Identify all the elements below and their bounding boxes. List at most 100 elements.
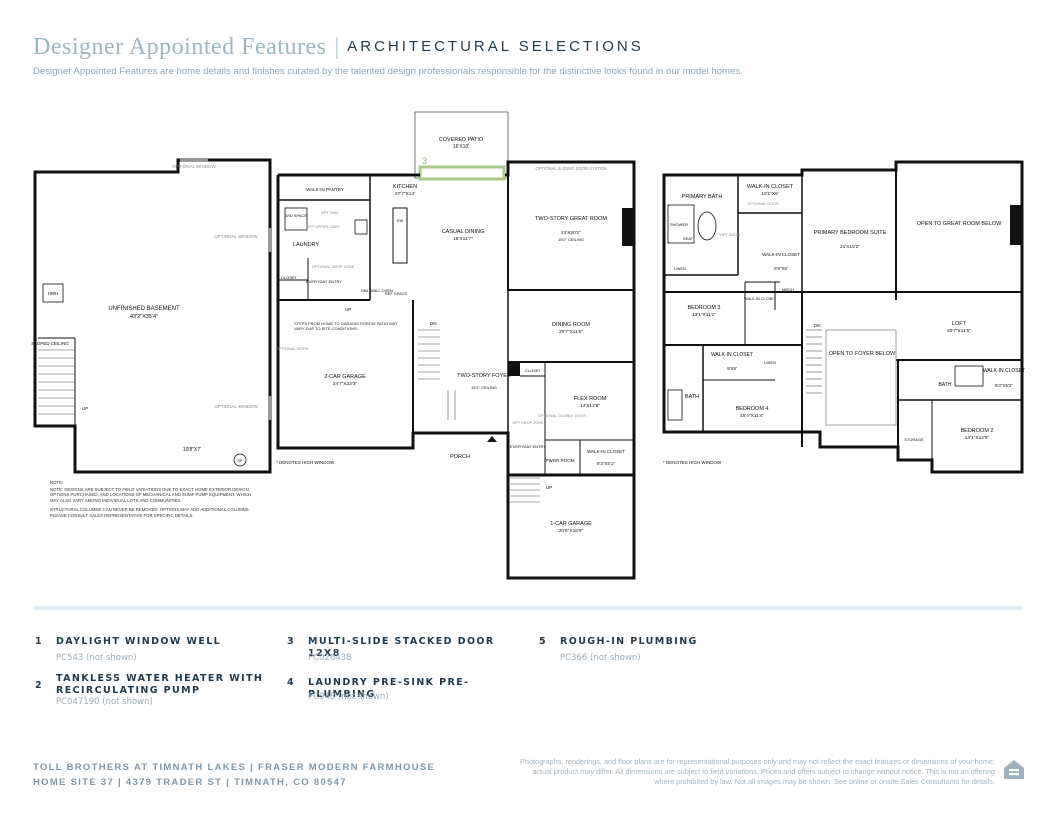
garage-up-label: UP bbox=[345, 307, 351, 312]
stair-dn-label: DN bbox=[430, 321, 437, 326]
foyer-closet-label: CLOSET bbox=[525, 368, 542, 373]
opt-sink-label: OPT SINK bbox=[321, 211, 339, 215]
opt-drop-zone: OPT DROP ZONE bbox=[512, 421, 544, 425]
walk-in-closet-small-label: WALK-IN CLOSET bbox=[762, 252, 800, 257]
bath-label: BATH bbox=[685, 394, 699, 400]
optional-double-door: OPTIONAL DOUBLE DOOR bbox=[538, 414, 586, 418]
footer-disclaimer: Photographs, renderings, and floor plans… bbox=[520, 757, 995, 786]
basement-plan: OPTIONAL WINDOW OPTIONAL WINDOW OPTIONAL… bbox=[31, 158, 272, 474]
walk-in-closet-main-dim: 8'3"X5'1" bbox=[597, 461, 615, 466]
garage1-label: 1-CAR GARAGE bbox=[550, 521, 592, 527]
upper-floor-plan: PRIMARY BATH SHOWER SEAT LINEN WALK-IN C… bbox=[662, 160, 1025, 474]
note-1-line: NOTE: bbox=[50, 480, 63, 485]
steps-note: STEPS FROM HOME TO GARAGE/ PORCH/ PATIO … bbox=[294, 321, 398, 331]
garage2-dim: 24'7"X22'3" bbox=[333, 381, 358, 387]
walk-in-closet-b2-dim: 5'3"X5'2" bbox=[995, 383, 1013, 388]
page-subtitle: ARCHITECTURAL SELECTIONS bbox=[347, 38, 644, 55]
sump-pump-label: SP bbox=[237, 458, 243, 463]
primary-suite-label: PRIMARY BEDROOM SUITE bbox=[814, 230, 887, 236]
flex-room-label: FLEX ROOM bbox=[574, 396, 607, 402]
optional-sliding-door: OPTIONAL SLIDING DOOR SYSTEM bbox=[535, 166, 607, 171]
upper-optional-door: OPTIONAL DOOR bbox=[747, 202, 779, 206]
bath2-label: BATH bbox=[939, 382, 952, 388]
page-header: Designer Appointed Features | ARCHITECTURA… bbox=[33, 34, 644, 61]
basement-optional-window-top: OPTIONAL WINDOW bbox=[172, 164, 216, 169]
page-description: Designer Appointed Features are home det… bbox=[33, 66, 743, 77]
feature-code: PC048 (not shown) bbox=[308, 692, 389, 702]
dining-room-label: DINING ROOM bbox=[552, 322, 590, 328]
upper-high-window-note: * DENOTES HIGH WINDOW bbox=[663, 460, 722, 465]
linen-label: LINEN bbox=[674, 266, 686, 271]
plan-notes: NOTE: NOTE: DESIGNS ARE SUBJECT TO FIELD… bbox=[50, 480, 252, 518]
basement-room-dim: 43'2"X35'4" bbox=[130, 314, 158, 320]
footer-community: TOLL BROTHERS AT TIMNATH LAKES | FRASER … bbox=[33, 760, 435, 790]
linen2-label: LINEN bbox=[764, 360, 776, 365]
title-separator: | bbox=[334, 34, 340, 60]
main-high-window-note: * DENOTES HIGH WINDOW bbox=[276, 460, 335, 465]
seat-label: SEAT bbox=[683, 236, 694, 241]
closet-label: CLOSET bbox=[281, 275, 298, 280]
feature-number: 1 bbox=[35, 636, 42, 647]
walk-in-closet-main-label: WALK-IN CLOSET bbox=[587, 449, 625, 454]
feature-code: PC047190 (not shown) bbox=[56, 697, 153, 707]
basement-room-label: UNFINISHED BASEMENT bbox=[108, 306, 180, 312]
hwh-label: HWH bbox=[48, 291, 59, 296]
note-1: NOTE: DESIGNS ARE SUBJECT TO FIELD VARIA… bbox=[50, 487, 252, 503]
walk-in-closet-b4-label: WALK-IN CLOSET bbox=[711, 352, 753, 358]
bedroom3-dim: 13'1"X11'1" bbox=[692, 312, 716, 318]
feature-title: TANKLESS WATER HEATER WITH RECIRCULATING… bbox=[56, 673, 264, 696]
flex-room-dim: 14'X12'8" bbox=[580, 403, 600, 409]
covered-patio-label: COVERED PATIO bbox=[439, 137, 484, 143]
walk-in-closet-b3-label: WALK-IN CLOSET bbox=[744, 297, 777, 301]
great-room-dim: 21'X20'1" bbox=[561, 230, 581, 236]
foyer-label: TWO-STORY FOYER bbox=[457, 373, 511, 379]
primary-suite-dim: 21'X15'2" bbox=[840, 244, 860, 250]
bedroom2-label: BEDROOM 2 bbox=[960, 428, 993, 434]
open-foyer-label: OPEN TO FOYER BELOW bbox=[829, 351, 896, 357]
page-title: Designer Appointed Features bbox=[33, 34, 327, 60]
opt-door-label: OPT DOOR bbox=[720, 233, 740, 237]
section-divider bbox=[33, 606, 1023, 610]
walk-in-closet-top-dim: 10'1"X6' bbox=[761, 191, 778, 197]
loft-dim: 20'7"X11'5" bbox=[947, 328, 971, 334]
feature-number: 3 bbox=[287, 636, 294, 647]
walk-in-closet-b4-dim: 9'X5' bbox=[727, 366, 737, 371]
feature-number: 4 bbox=[287, 677, 294, 688]
optional-drop-zone: OPTIONAL DROP ZONE bbox=[312, 265, 355, 269]
casual-dining-label: CASUAL DINING bbox=[442, 229, 485, 235]
basement-optional-window-lower: OPTIONAL WINDOW bbox=[214, 404, 258, 409]
great-room-ceiling: 19'2" CEILING bbox=[558, 237, 584, 242]
bedroom2-dim: 14'1"X12'5" bbox=[965, 435, 990, 441]
open-great-room-label: OPEN TO GREAT ROOM BELOW bbox=[917, 221, 1002, 227]
note-2: STRUCTURAL COLUMNS CAN NEVER BE REMOVED.… bbox=[50, 507, 250, 518]
bedroom3-label: BEDROOM 3 bbox=[687, 305, 720, 311]
optional-door-label: OPTIONAL DOOR bbox=[275, 346, 308, 351]
walk-in-pantry-label: WALK-IN PANTRY bbox=[306, 187, 344, 192]
basement-optional-window-right: OPTIONAL WINDOW bbox=[214, 234, 258, 239]
feature-code: PC366 (not shown) bbox=[560, 653, 641, 663]
shower-label: SHOWER bbox=[670, 222, 688, 227]
feature-title: DAYLIGHT WINDOW WELL bbox=[56, 636, 222, 647]
loft-label: LOFT bbox=[952, 321, 967, 327]
pwdr-room-label: PWDR ROOM bbox=[546, 458, 575, 463]
garage1-dim: 20'5"X16'9" bbox=[559, 528, 584, 534]
bedroom4-label: BEDROOM 4 bbox=[735, 406, 768, 412]
garage1-up-label: UP bbox=[546, 485, 552, 490]
sloped-ceiling-label: SLOPED CEILING bbox=[31, 341, 69, 346]
primary-bath-label: PRIMARY BATH bbox=[682, 194, 723, 200]
porch-label: PORCH bbox=[450, 454, 470, 460]
opt-upper-cabs-label: OPT UPPER CABS bbox=[306, 225, 340, 229]
bedroom4-dim: 15'4"X11'4" bbox=[740, 413, 764, 419]
equal-housing-opportunity-icon bbox=[1002, 757, 1026, 783]
walk-in-closet-small-dim: 6'8"X6' bbox=[774, 266, 788, 271]
feature-number: 2 bbox=[35, 680, 42, 691]
dining-room-dim: 20'7"X11'5" bbox=[559, 329, 583, 335]
upper-dn-label: DN bbox=[814, 323, 821, 328]
mech-label: MECH bbox=[782, 287, 794, 292]
callout-3: 3 bbox=[422, 156, 427, 166]
garage2-label: 2-CAR GARAGE bbox=[324, 374, 366, 380]
dbl-wall-oven-label: DBL WALL OVEN bbox=[361, 288, 393, 293]
casual-dining-dim: 19'X11'7" bbox=[453, 236, 473, 242]
main-floor-plan: COVERED PATIO 16'X10' 3 OPTIONAL SLIDING… bbox=[275, 111, 636, 580]
multi-slide-door-highlight bbox=[418, 165, 506, 181]
